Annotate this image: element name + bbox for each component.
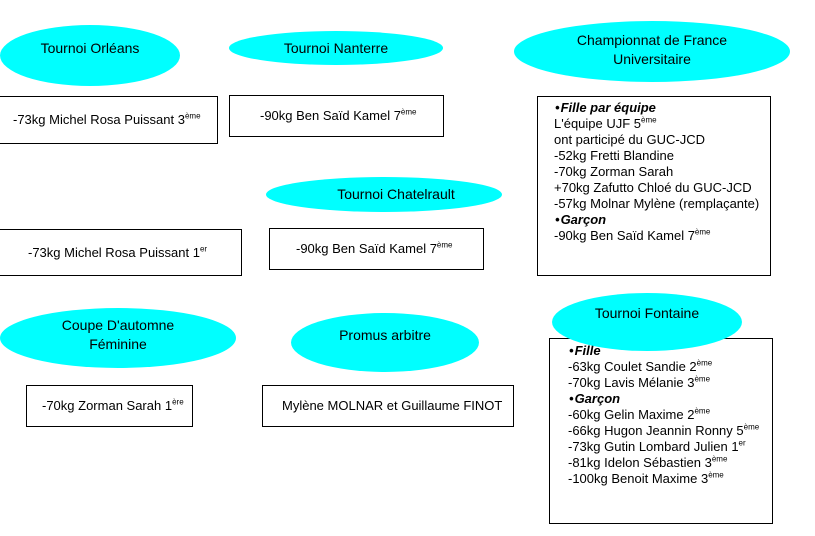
championnat-result-line: +70kg Zafutto Chloé du GUC-JCD: [554, 180, 766, 196]
promus-arbitre-box: Mylène MOLNAR et Guillaume FINOT: [262, 385, 514, 427]
fontaine-rank-suffix: ème: [743, 422, 760, 432]
championnat-title-line2: Universitaire: [613, 50, 691, 67]
fontaine-rank-suffix: ème: [694, 374, 711, 384]
fontaine-section-heading-text: Garçon: [574, 391, 621, 406]
fontaine-rank-suffix: ème: [696, 358, 713, 368]
championnat-section-heading-text: Fille par équipe: [560, 100, 656, 115]
tournoi-orleans-result: -73kg Michel Rosa Puissant 3ème: [13, 111, 201, 127]
championnat-result-text: L'équipe UJF 5: [554, 116, 642, 131]
fontaine-section-heading-text: Fille: [574, 343, 601, 358]
bullet-icon: •: [569, 343, 574, 358]
tournoi-nanterre-result: -90kg Ben Saïd Kamel 7ème: [260, 107, 417, 123]
championnat-section-heading: •Garçon: [554, 212, 766, 228]
tournoi-nanterre-label: Tournoi Nanterre: [229, 31, 443, 65]
coupe-automne-title-line1: Coupe D'automne: [61, 317, 175, 333]
fontaine-result-text: -70kg Lavis Mélanie 3: [568, 375, 695, 390]
coupe-automne-label: Coupe D'automne Féminine: [0, 308, 236, 368]
fontaine-result-text: -81kg Idelon Sébastien 3: [568, 455, 712, 470]
fontaine-section-heading: •Garçon: [568, 391, 768, 407]
championnat-result-line: -57kg Molnar Mylène (remplaçante): [554, 196, 766, 212]
championnat-result-text: -70kg Zorman Sarah: [554, 164, 674, 179]
bullet-icon: •: [569, 391, 574, 406]
coupe-automne-box: -70kg Zorman Sarah 1ère: [26, 385, 193, 427]
tournoi-chatelrault-title: Tournoi Chatelrault: [337, 186, 455, 202]
fontaine-result-text: -73kg Gutin Lombard Julien 1: [568, 439, 739, 454]
promus-arbitre-result: Mylène MOLNAR et Guillaume FINOT: [282, 398, 503, 413]
fontaine-result-line: -63kg Coulet Sandie 2ème: [568, 359, 768, 375]
fontaine-result-line: -73kg Gutin Lombard Julien 1er: [568, 439, 768, 455]
championnat-result-text: +70kg Zafutto Chloé du GUC-JCD: [554, 180, 752, 195]
tournoi-chatelrault-result: -90kg Ben Saïd Kamel 7ème: [296, 240, 453, 256]
championnat-title-line1: Championnat de France: [576, 31, 728, 48]
fontaine-result-text: -66kg Hugon Jeannin Ronny 5: [568, 423, 744, 438]
fontaine-box: •Fille-63kg Coulet Sandie 2ème-70kg Lavi…: [549, 338, 773, 524]
fontaine-rank-suffix: ème: [711, 454, 728, 464]
fontaine-result-text: -63kg Coulet Sandie 2: [568, 359, 697, 374]
bullet-icon: •: [555, 100, 560, 115]
fontaine-result-line: -60kg Gelin Maxime 2ème: [568, 407, 768, 423]
promus-arbitre-title: Promus arbitre: [339, 327, 431, 343]
fontaine-result-line: -81kg Idelon Sébastien 3ème: [568, 455, 768, 471]
tournoi-orleans-title: Tournoi Orléans: [40, 40, 140, 56]
tournoi-unnamed-box: -73kg Michel Rosa Puissant 1er: [0, 229, 242, 276]
fontaine-rank-suffix: ème: [708, 470, 724, 480]
fontaine-result-line: -70kg Lavis Mélanie 3ème: [568, 375, 768, 391]
championnat-result-text: -57kg Molnar Mylène (remplaçante): [554, 196, 760, 211]
tournoi-fontaine-label: Tournoi Fontaine: [552, 293, 742, 351]
championnat-result-line: -70kg Zorman Sarah: [554, 164, 766, 180]
championnat-section-heading: •Fille par équipe: [554, 100, 766, 116]
fontaine-result-line: -66kg Hugon Jeannin Ronny 5ème: [568, 423, 768, 439]
championnat-result-line: L'équipe UJF 5ème: [554, 116, 766, 132]
fontaine-rank-suffix: ème: [694, 406, 711, 416]
championnat-result-line: -52kg Fretti Blandine: [554, 148, 766, 164]
championnat-section-heading-text: Garçon: [560, 212, 607, 227]
tournoi-unnamed-result: -73kg Michel Rosa Puissant 1er: [28, 244, 208, 260]
championnat-result-line: ont participé du GUC-JCD: [554, 132, 766, 148]
promus-arbitre-label: Promus arbitre: [291, 313, 479, 372]
tournoi-orleans-label: Tournoi Orléans: [0, 25, 180, 86]
championnat-rank-suffix: ème: [694, 227, 711, 237]
tournoi-fontaine-title: Tournoi Fontaine: [594, 304, 700, 321]
bullet-icon: •: [555, 212, 560, 227]
championnat-rank-suffix: ème: [641, 115, 657, 125]
coupe-automne-title-line2: Féminine: [89, 336, 147, 352]
championnat-result-text: -90kg Ben Saïd Kamel 7: [554, 228, 695, 243]
fontaine-rank-suffix: er: [738, 438, 746, 448]
tournoi-nanterre-title: Tournoi Nanterre: [283, 39, 389, 56]
fontaine-result-text: -60kg Gelin Maxime 2: [568, 407, 695, 422]
championnat-label: Championnat de France Universitaire: [514, 21, 790, 82]
fontaine-result-line: -100kg Benoit Maxime 3ème: [568, 471, 768, 487]
fontaine-result-text: -100kg Benoit Maxime 3: [568, 471, 709, 486]
tournoi-orleans-box: -73kg Michel Rosa Puissant 3ème: [0, 96, 218, 144]
fontaine-section-heading: •Fille: [568, 343, 768, 359]
coupe-automne-result: -70kg Zorman Sarah 1ère: [42, 397, 184, 413]
tournoi-nanterre-box: -90kg Ben Saïd Kamel 7ème: [229, 95, 444, 137]
tournoi-chatelrault-label: Tournoi Chatelrault: [266, 177, 502, 212]
championnat-result-text: -52kg Fretti Blandine: [554, 148, 674, 163]
tournoi-chatelrault-box: -90kg Ben Saïd Kamel 7ème: [269, 228, 484, 270]
championnat-result-line: -90kg Ben Saïd Kamel 7ème: [554, 228, 766, 244]
championnat-result-text: ont participé du GUC-JCD: [554, 132, 705, 147]
